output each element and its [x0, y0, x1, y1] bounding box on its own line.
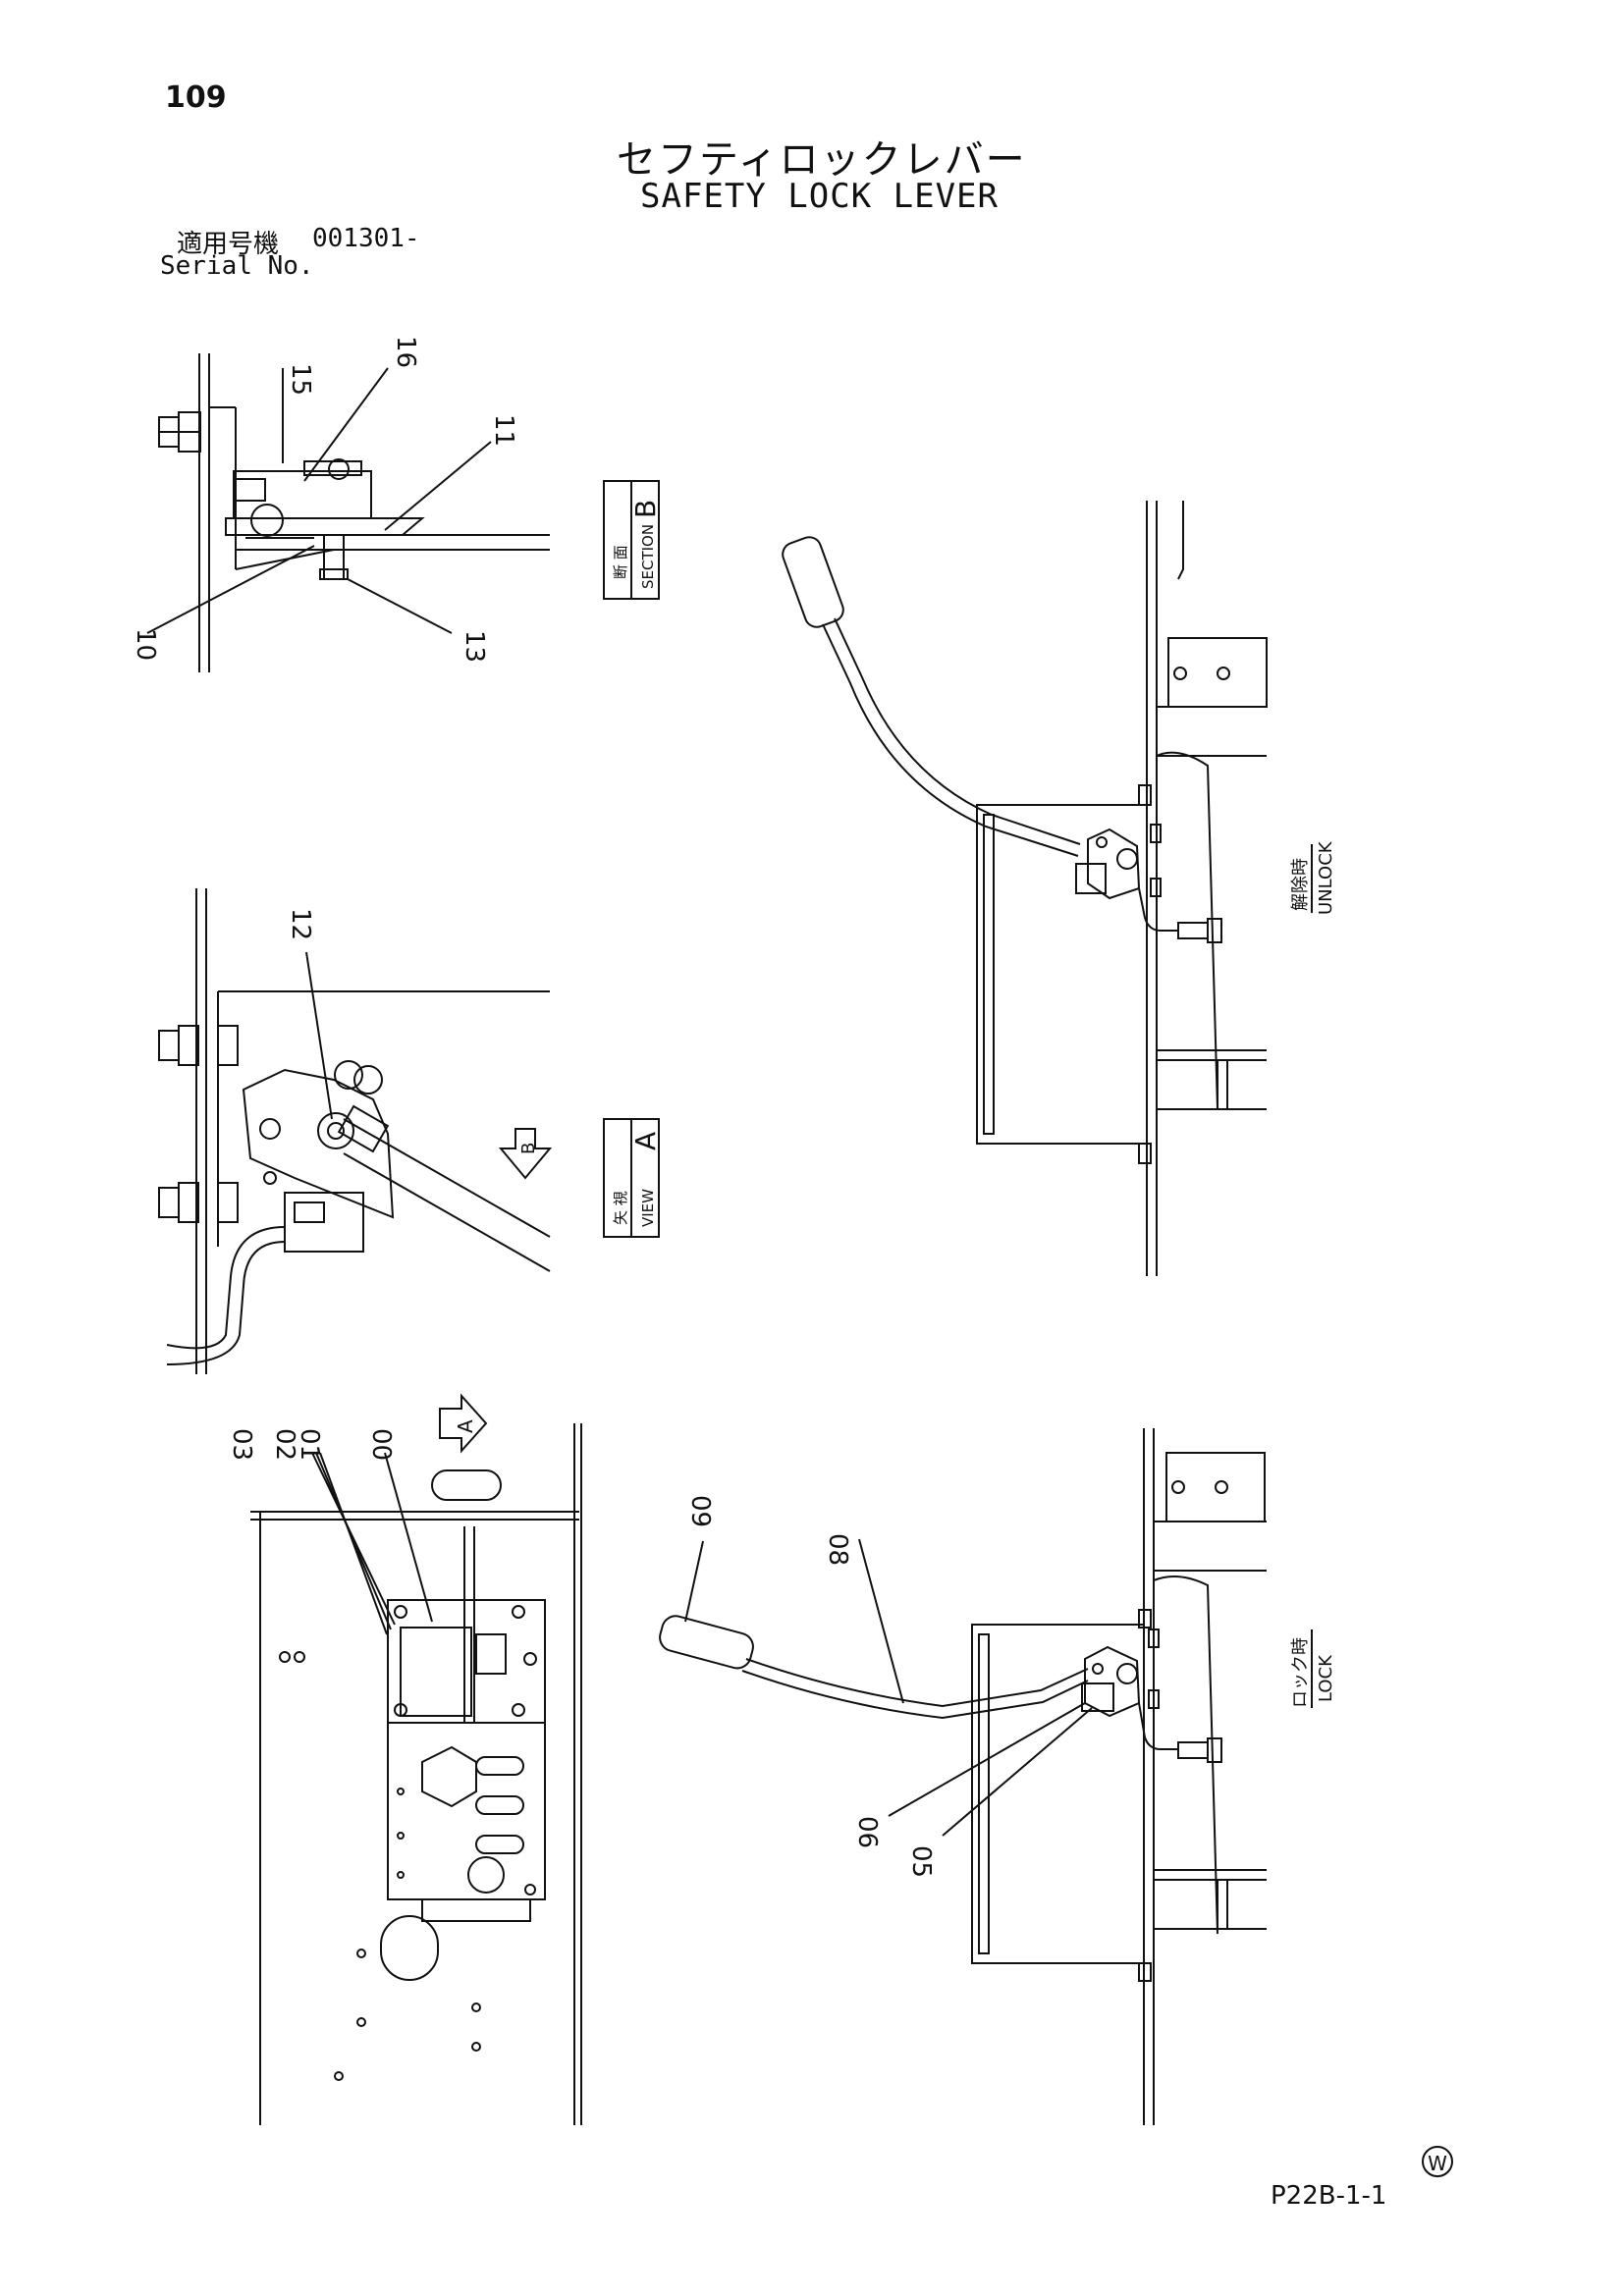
callout-10: 10: [131, 628, 160, 661]
serial-number-value: 001301-: [312, 224, 420, 253]
callout-13: 13: [460, 630, 489, 663]
callout-01: 01: [295, 1428, 324, 1461]
section-b-detail: [146, 353, 550, 672]
unlock-label-japanese: 解除時: [1290, 858, 1311, 911]
page-code: P22B-1-1: [1271, 2181, 1387, 2211]
lock-view-detail: [659, 1428, 1267, 2125]
callout-00: 00: [366, 1428, 396, 1461]
section-b-label-box: 断 面 SECTION B: [603, 480, 662, 600]
view-a-japanese: 矢 視: [612, 1191, 629, 1225]
serial-label: Serial No.: [160, 251, 314, 281]
lock-label-japanese: ロック時: [1290, 1637, 1311, 1708]
callout-09: 09: [685, 1495, 715, 1527]
plan-view-detail: [250, 1393, 582, 2125]
unlock-label-english: UNLOCK: [1316, 840, 1336, 915]
section-b-letter: B: [629, 500, 662, 518]
page-number: 109: [165, 80, 227, 115]
page-title-japanese: セフティロックレバー: [617, 137, 1027, 183]
section-b-japanese: 断 面: [612, 545, 629, 579]
view-a-detail: [158, 888, 553, 1374]
watermark-badge: W: [1422, 2146, 1453, 2177]
lock-label: ロック時 LOCK: [1290, 1629, 1336, 1708]
arrow-a-letter: A: [454, 1419, 477, 1433]
callout-06: 06: [852, 1816, 882, 1848]
page-title: SAFETY LOCK LEVER: [640, 177, 999, 216]
callout-16: 16: [391, 336, 420, 368]
callout-11: 11: [489, 414, 518, 447]
serial-label-japanese: 適用号機: [177, 230, 280, 259]
callout-12: 12: [286, 908, 315, 940]
section-b-english: SECTION: [639, 524, 657, 589]
unlock-label: 解除時 UNLOCK: [1290, 840, 1336, 915]
view-a-letter: A: [629, 1132, 662, 1150]
unlock-view-detail: [782, 501, 1268, 1276]
lock-label-english: LOCK: [1316, 1654, 1336, 1702]
callout-05: 05: [906, 1845, 936, 1878]
arrow-b-letter: B: [518, 1143, 539, 1154]
view-a-english: VIEW: [639, 1189, 657, 1227]
callout-08: 08: [823, 1533, 852, 1566]
view-a-label-box: 矢 視 VIEW A: [603, 1118, 662, 1238]
callout-03: 03: [227, 1428, 256, 1461]
callout-02: 02: [270, 1428, 299, 1461]
callout-15: 15: [286, 363, 315, 396]
